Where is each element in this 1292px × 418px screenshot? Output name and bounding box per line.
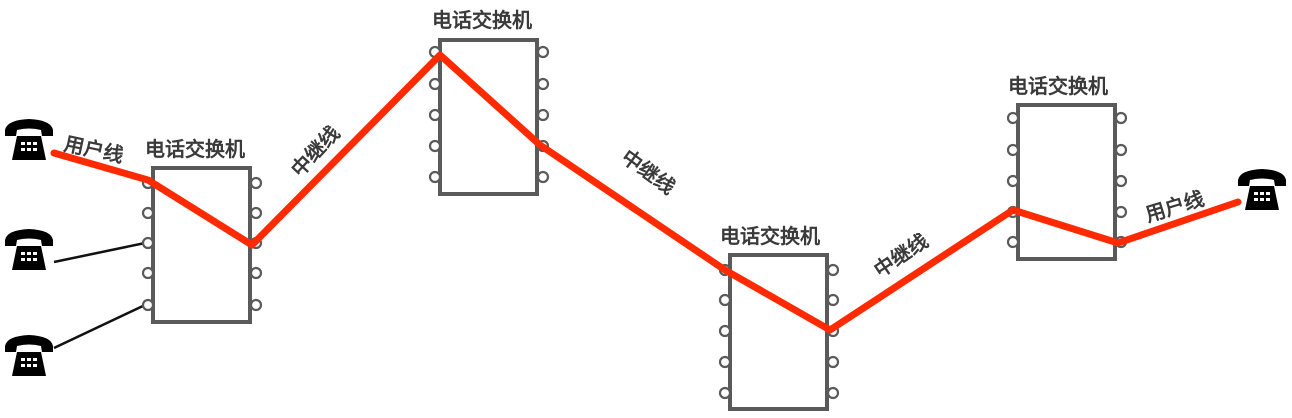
switch-1: 电话交换机 [141, 137, 263, 324]
subscriber-wire-2 [53, 241, 146, 264]
telephone-icon [5, 119, 53, 160]
switch-2-label: 电话交换机 [432, 8, 532, 32]
telephone-icon [5, 229, 53, 270]
call-path [50, 51, 1242, 334]
trunk-label-3: 中继线 [869, 229, 932, 282]
switch-3-label: 电话交换机 [720, 224, 820, 248]
trunk-label-2: 中继线 [617, 145, 680, 200]
switch-4-label: 电话交换机 [1008, 74, 1108, 98]
trunk-label-1: 中继线 [286, 121, 344, 181]
switch-3: 电话交换机 [718, 224, 840, 411]
switch-1-label: 电话交换机 [145, 137, 245, 161]
subscriber-wire-3 [53, 303, 146, 350]
switch-4: 电话交换机 [1006, 74, 1128, 261]
switch-2-box [438, 38, 539, 196]
telephone-icon [1238, 169, 1286, 210]
telephone-icon [5, 335, 53, 376]
